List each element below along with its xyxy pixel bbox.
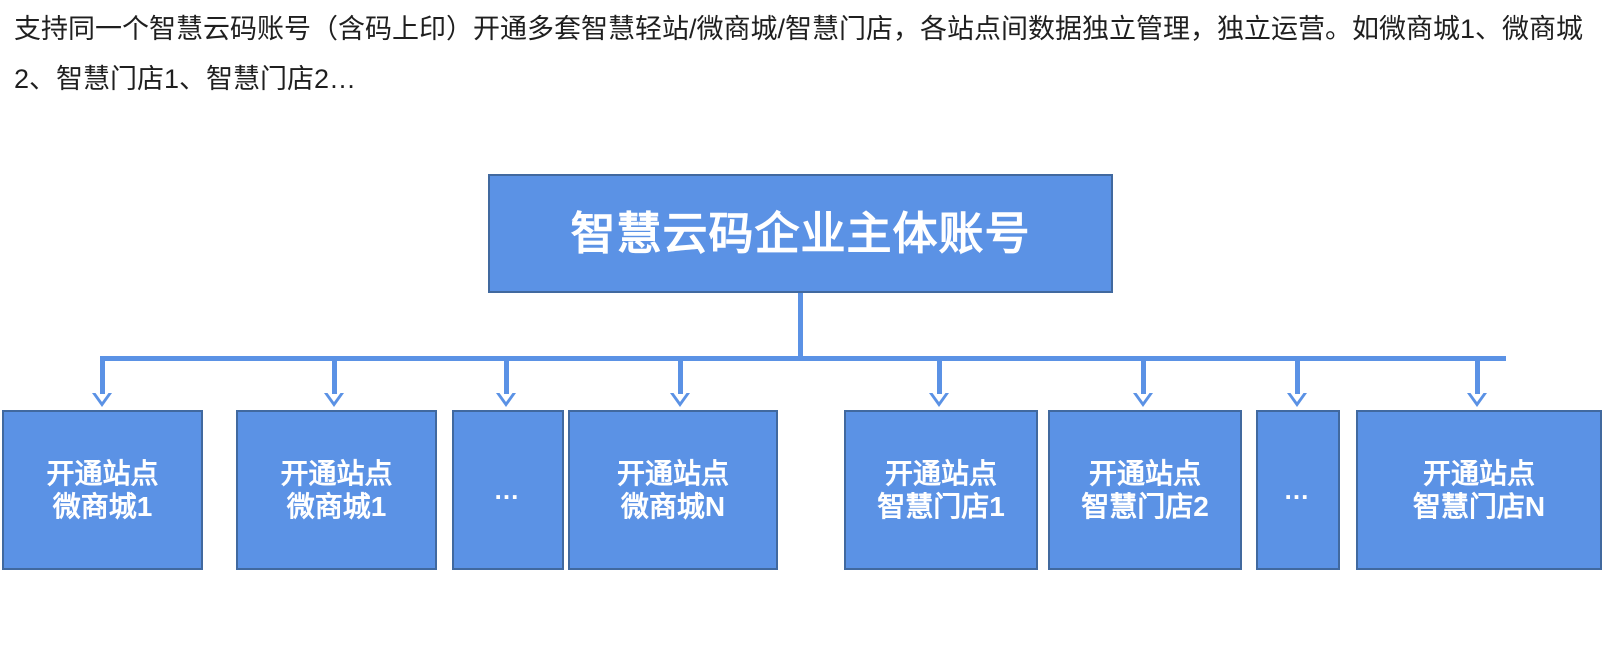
drop-connector (504, 356, 509, 394)
arrow-down-icon (1285, 386, 1309, 410)
drop-connector (100, 356, 105, 394)
leaf-node-site[interactable]: 开通站点 微商城1 (236, 410, 437, 570)
leaf-node-site[interactable]: 开通站点 微商城N (568, 410, 778, 570)
arrow-down-icon (494, 386, 518, 410)
arrow-down-icon (1465, 386, 1489, 410)
leaf-node-site[interactable]: 开通站点 智慧门店N (1356, 410, 1602, 570)
arrow-down-icon (1131, 386, 1155, 410)
drop-connector (1141, 356, 1146, 394)
horizontal-bus-connector (100, 356, 1506, 361)
arrow-down-icon (90, 386, 114, 410)
drop-connector (1475, 356, 1480, 394)
drop-connector (678, 356, 683, 394)
drop-connector (937, 356, 942, 394)
drop-connector (332, 356, 337, 394)
leaf-node-site[interactable]: 开通站点 智慧门店1 (844, 410, 1038, 570)
leaf-node-ellipsis[interactable]: … (452, 410, 564, 570)
leaf-node-ellipsis[interactable]: … (1256, 410, 1340, 570)
root-node-enterprise-account[interactable]: 智慧云码企业主体账号 (488, 174, 1113, 293)
arrow-down-icon (668, 386, 692, 410)
leaf-node-site[interactable]: 开通站点 微商城1 (2, 410, 203, 570)
description-paragraph: 支持同一个智慧云码账号（含码上印）开通多套智慧轻站/微商城/智慧门店，各站点间数… (14, 14, 1584, 94)
leaf-node-site[interactable]: 开通站点 智慧门店2 (1048, 410, 1242, 570)
arrow-down-icon (927, 386, 951, 410)
root-stem-connector (798, 292, 803, 360)
arrow-down-icon (322, 386, 346, 410)
drop-connector (1295, 356, 1300, 394)
